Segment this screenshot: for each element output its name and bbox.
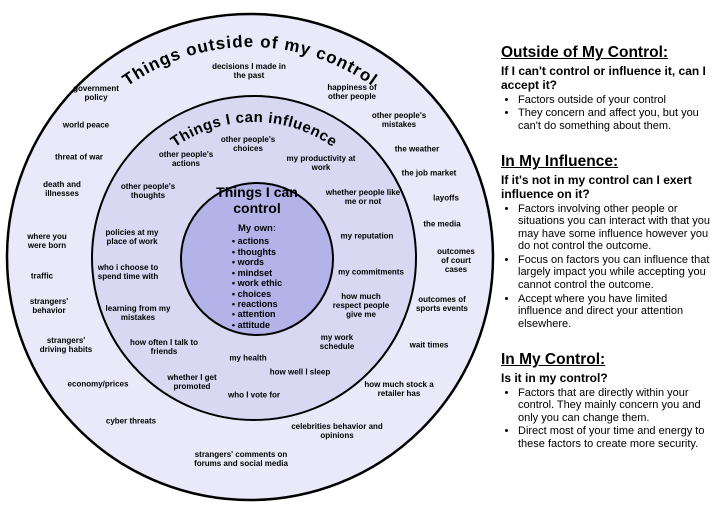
middle-ring-item: my productivity at work [286, 153, 356, 172]
outer-ring-item: traffic [30, 271, 54, 281]
outer-ring-item: strangers' behavior [29, 296, 69, 315]
outer-ring-item: cyber threats [105, 416, 157, 426]
panel-section: In My Influence: If it's not in my contro… [501, 153, 710, 330]
outer-ring-item: death and illnesses [43, 179, 81, 198]
outer-ring-item: happiness of other people [327, 82, 377, 101]
outer-ring-item: outcomes of sports events [415, 294, 469, 313]
control-circles-diagram: Things outside of my control Things I ca… [0, 0, 497, 513]
middle-ring-item: whether people like me or not [325, 187, 401, 206]
panel-bullet: Direct most of your time and energy to t… [518, 425, 710, 450]
panel-bullet: Factors that are directly within your co… [518, 387, 710, 425]
explanation-panel: Outside of My Control: If I can't control… [497, 0, 720, 513]
inner-circle-item: words [232, 257, 282, 267]
panel-section-question: Is it in my control? [501, 371, 608, 386]
inner-circle-item: work ethic [232, 278, 283, 288]
inner-circle-item: mindset [232, 268, 282, 278]
panel-bullet: Accept where you have limited influence … [518, 293, 710, 331]
middle-ring-item: how often I talk to friends [130, 337, 198, 356]
middle-ring-item: policies at my place of work [105, 227, 159, 246]
inner-circle-list: actionsthoughtswordsmindsetwork ethiccho… [232, 236, 283, 330]
middle-ring-item: my work schedule [319, 332, 355, 351]
panel-bullet: Factors outside of your control [518, 94, 710, 107]
middle-ring-item: who i choose to spend time with [97, 262, 159, 281]
inner-circle-item: thoughts [232, 247, 282, 257]
inner-circle-item: choices [232, 289, 282, 299]
outer-ring-item: the job market [401, 168, 457, 178]
panel-bullet: Factors involving other people or situat… [518, 203, 710, 253]
middle-ring-item: other people's actions [158, 149, 214, 168]
panel-bullet-list: Factors that are directly within your co… [501, 387, 710, 451]
inner-circle-content: Things I can control My own: actionsthou… [191, 184, 323, 333]
middle-ring-item: whether I get promoted [167, 372, 217, 391]
middle-ring-item: other people's thoughts [120, 181, 176, 200]
outer-ring-item: other people's mistakes [371, 110, 427, 129]
panel-section-heading: Outside of My Control: [501, 44, 669, 61]
outer-ring-item: threat of war [54, 152, 104, 162]
middle-ring-item: who I vote for [228, 390, 280, 400]
outer-ring-item: wait times [409, 340, 449, 350]
middle-ring-item: my reputation [340, 231, 394, 241]
inner-circle-subtitle: My own: [238, 223, 276, 235]
panel-bullet-list: Factors involving other people or situat… [501, 203, 710, 330]
middle-ring-item: learning from my mistakes [105, 303, 171, 322]
outer-ring-item: where you were born [27, 231, 67, 250]
panel-bullet: Focus on factors you can influence that … [518, 254, 710, 292]
outer-ring-item: celebrities behavior and opinions [291, 421, 383, 440]
outer-ring-item: world peace [62, 120, 110, 130]
inner-circle-item: attitude [232, 320, 282, 330]
outer-ring-item: economy/prices [67, 379, 129, 389]
outer-ring-item: the media [423, 219, 461, 229]
outer-ring-item: government policy [73, 83, 119, 102]
outer-ring-item: outcomes of court cases [437, 247, 475, 275]
panel-section-heading: In My Control: [501, 351, 606, 369]
middle-ring-item: my commitments [338, 267, 404, 277]
inner-circle-title: Things I can control [216, 184, 298, 216]
panel-section: In My Control: Is it in my control?Factor… [501, 351, 710, 450]
outer-ring-item: the weather [394, 144, 440, 154]
middle-ring-item: how much respect people give me [332, 292, 390, 320]
inner-circle-item: reactions [232, 299, 282, 309]
inner-circle-item: attention [232, 309, 282, 319]
middle-ring-item: my health [229, 353, 267, 363]
panel-section-heading: In My Influence: [501, 153, 619, 171]
panel-section: Outside of My Control: If I can't control… [501, 44, 710, 132]
panel-section-question: If I can't control or influence it, can … [501, 64, 706, 92]
outer-ring-item: layoffs [433, 193, 459, 203]
outer-ring-item: how much stock a retailer has [364, 379, 434, 398]
inner-circle-item: actions [232, 236, 282, 246]
panel-section-question: If it's not in my control can I exert in… [501, 173, 692, 201]
middle-ring-item: how well I sleep [269, 367, 331, 377]
middle-ring-item: other people's choices [220, 134, 276, 153]
panel-bullet-list: Factors outside of your controlThey conc… [501, 94, 710, 133]
outer-ring-item: decisions I made in the past [212, 61, 286, 80]
outer-ring-item: strangers' driving habits [39, 335, 93, 354]
panel-bullet: They concern and affect you, but you can… [518, 107, 710, 132]
outer-ring-item: strangers' comments on forums and social… [194, 449, 288, 468]
